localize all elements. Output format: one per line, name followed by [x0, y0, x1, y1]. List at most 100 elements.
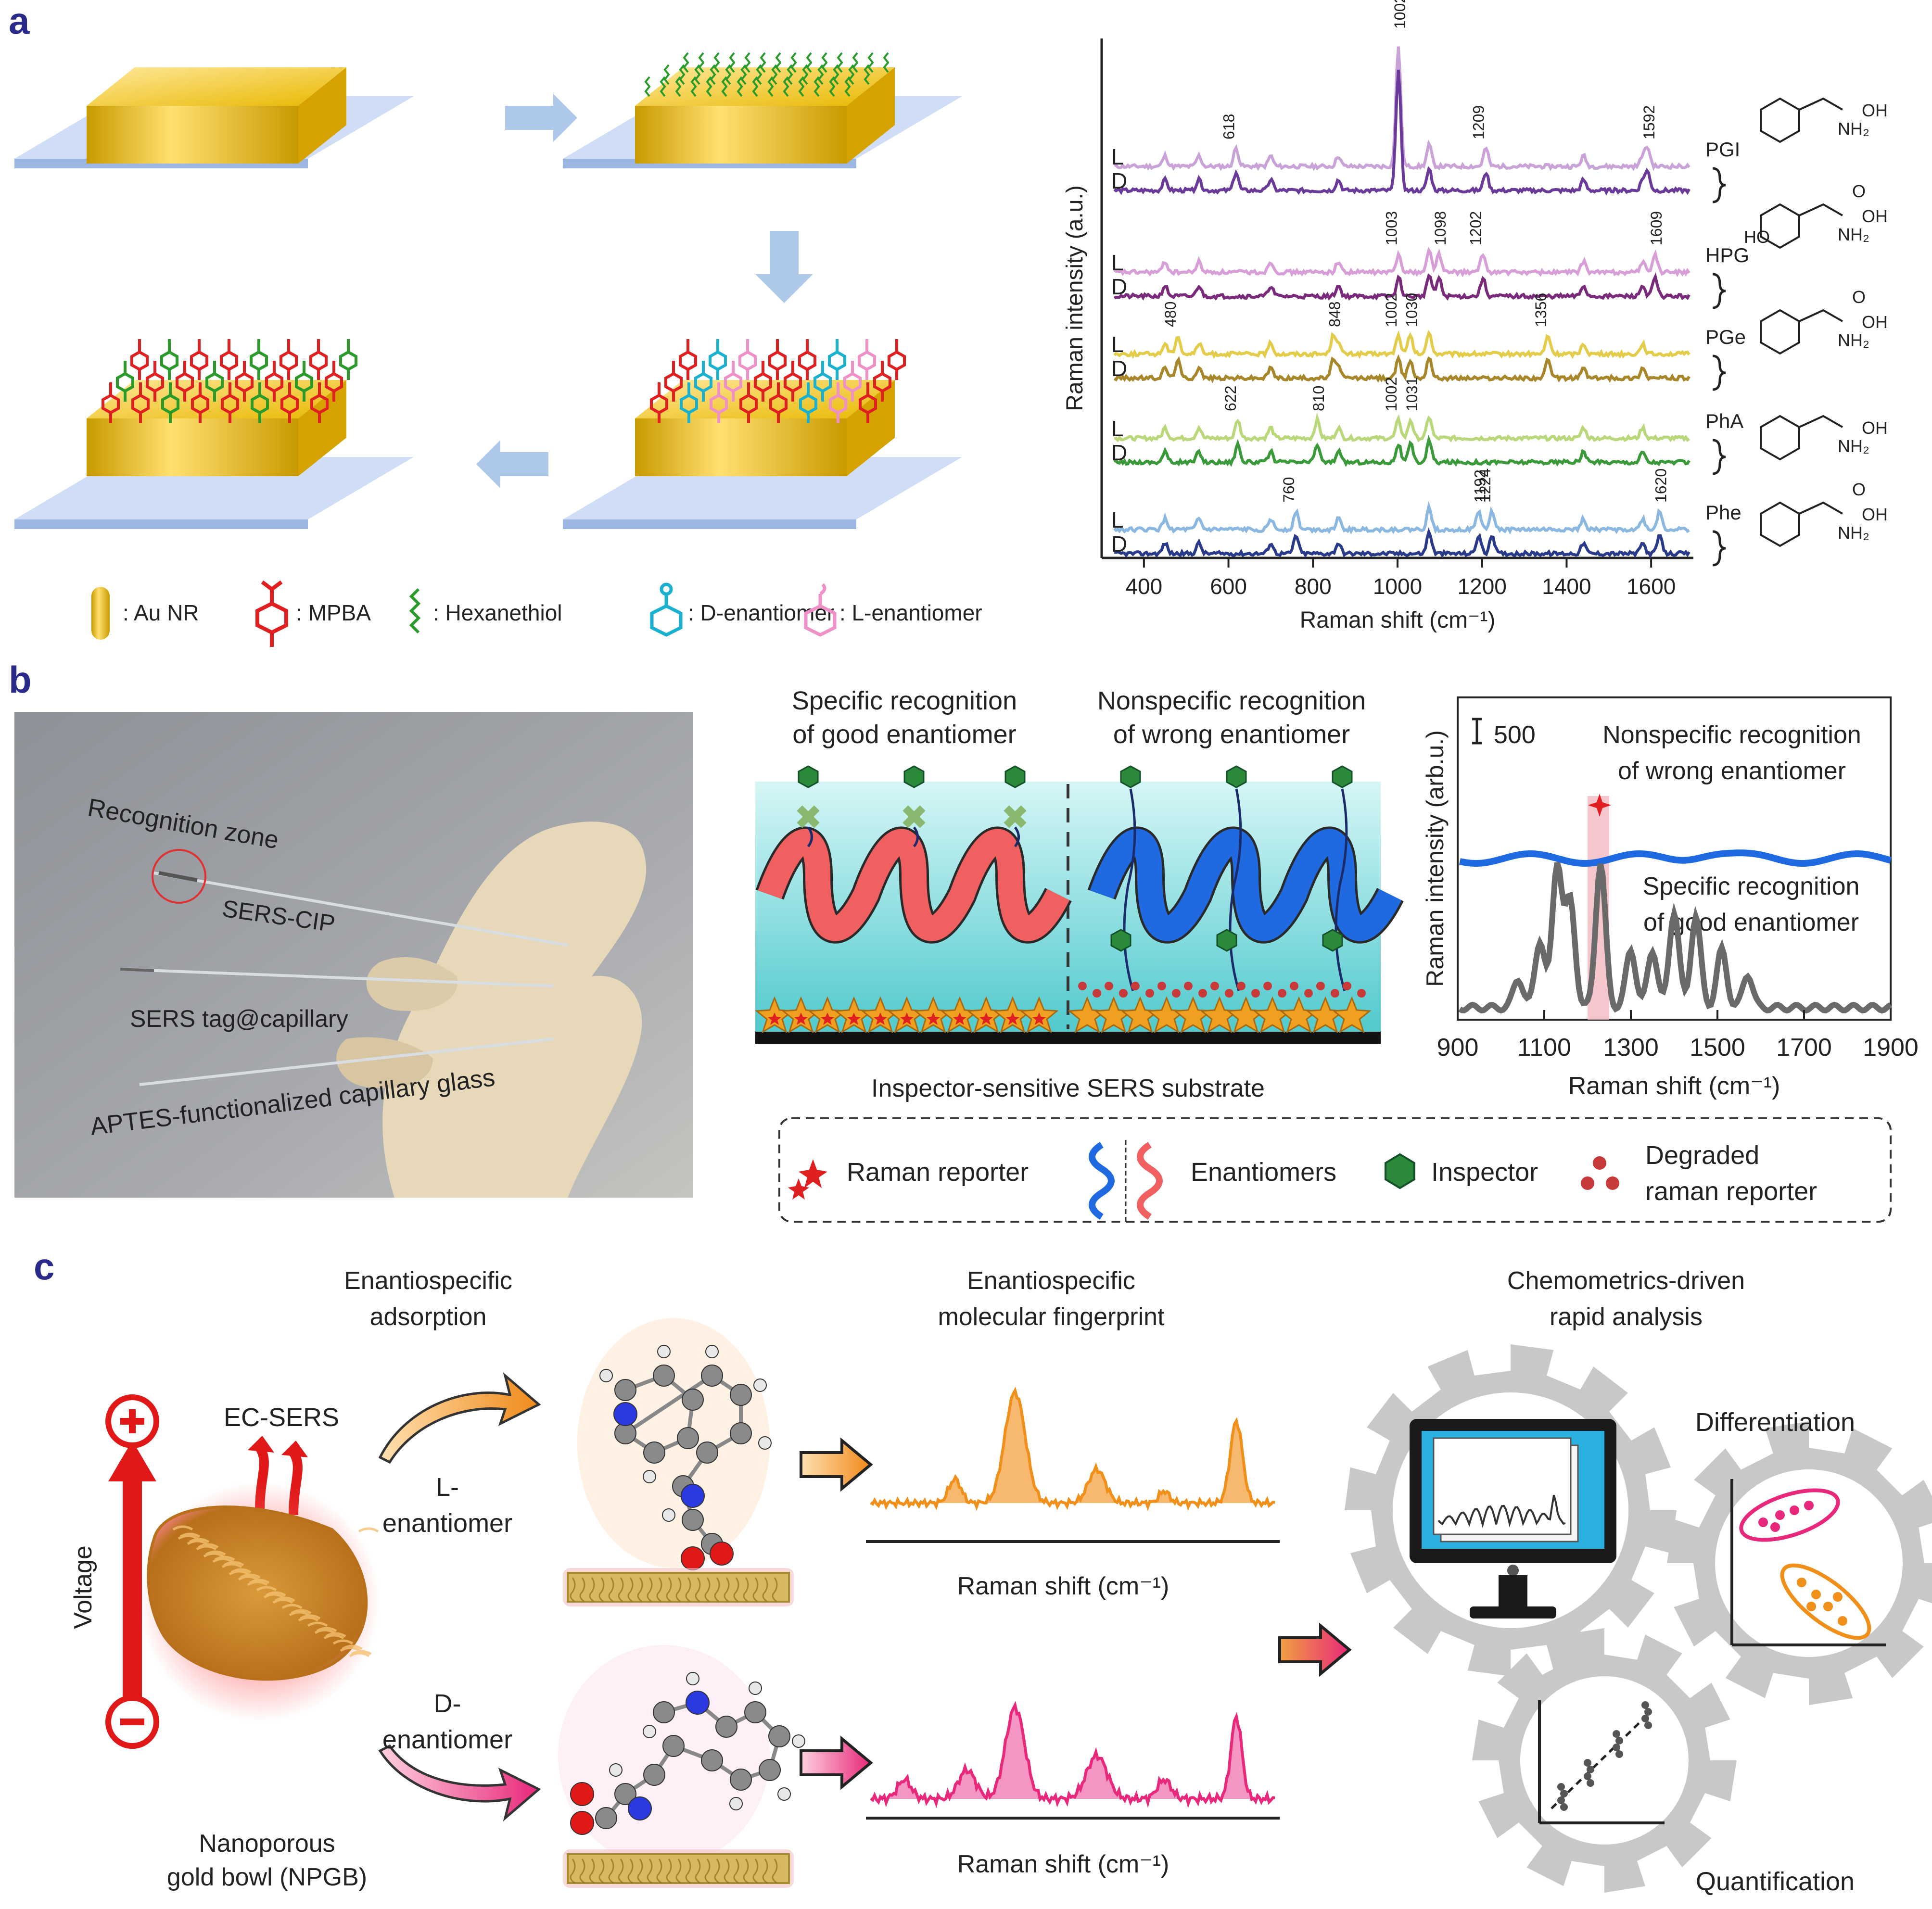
cluster-point [1790, 1505, 1799, 1515]
atom [643, 1725, 656, 1738]
structure-label: NH₂ [1838, 119, 1869, 139]
degraded-reporter [1093, 989, 1101, 998]
inspector-path [1123, 788, 1136, 991]
atom [768, 1725, 790, 1747]
degraded-reporter [1078, 982, 1087, 990]
cluster-point [1804, 1501, 1814, 1510]
a-series-label: D [1111, 440, 1127, 465]
hexanethiol-chain [694, 64, 701, 85]
calibration-point [1587, 1766, 1594, 1773]
d-spectrum-fill [871, 1705, 1275, 1804]
pore-texture [247, 1580, 268, 1586]
legend-au-nr: : Au NR [123, 600, 199, 625]
calibration-point [1584, 1759, 1591, 1767]
blocked-marker [797, 805, 820, 828]
raman-reporter [847, 1012, 861, 1025]
degraded-reporter [1316, 982, 1325, 990]
d-spectrum [870, 1701, 1275, 1808]
surface-molecule [220, 350, 238, 371]
b-chart-tick-label: 1900 [1863, 1034, 1919, 1062]
structure-label: OH [1862, 418, 1888, 438]
hexanethiol-chain [698, 52, 705, 73]
peak-label: 618 [1220, 114, 1237, 139]
hexanethiol-chain [829, 76, 836, 97]
inspector [798, 765, 819, 788]
peak-label: 480 [1162, 302, 1179, 327]
structure-label: HO [1744, 227, 1770, 247]
pore-texture [332, 1639, 354, 1645]
au-nr-array-3 [563, 339, 962, 529]
surface-molecule [679, 350, 697, 371]
b-chart-nonspecific-line2: of wrong enantiomer [1618, 757, 1846, 785]
hexanethiol-chain [675, 76, 682, 97]
computer-monitor-icon [1410, 1419, 1616, 1618]
panel-b-raman-chart: Raman intensity (arb.u.) Raman shift (cm… [1422, 696, 1919, 1100]
pore-texture [323, 1634, 344, 1640]
structure-label: O [1852, 181, 1866, 201]
hexanethiol-chain [740, 64, 747, 85]
b-chart-nonspecific-series [1459, 849, 1892, 867]
gold-nanostar [1332, 996, 1372, 1034]
peak-label: 1002 [1383, 377, 1400, 411]
voltage-arrow [105, 1394, 159, 1749]
atom [729, 1797, 743, 1810]
compound-label: Phe [1705, 501, 1741, 524]
hexanethiol-chain [852, 52, 859, 73]
au-nr-array-4 [14, 339, 414, 529]
peak-label: 848 [1326, 302, 1343, 327]
enantiomer-helix [1090, 829, 1402, 941]
inspector [1120, 765, 1141, 788]
hexanethiol-chain [802, 64, 809, 85]
legend-hexanethiol: : Hexanethiol [433, 600, 562, 625]
l-enantiomer-label-line1: L- [436, 1473, 459, 1502]
benzene-ring-icon [1760, 309, 1800, 355]
hexanethiol-chain [725, 64, 732, 85]
compound-brace [1712, 167, 1726, 203]
atom [681, 1484, 705, 1508]
compound-brace [1712, 439, 1726, 475]
peak-label: 1002 [1391, 0, 1409, 29]
sers-tag-capillary [120, 968, 554, 987]
hexanethiol-chain [844, 76, 851, 97]
process-arrow-left [476, 440, 548, 488]
atom [609, 1763, 623, 1777]
pore-texture [187, 1540, 208, 1545]
panel-a-raman-chart: Raman intensity (a.u.) Raman shift (cm⁻¹… [1062, 0, 1888, 633]
voltage-label: Voltage [69, 1545, 97, 1629]
b-chart-tick-label: 900 [1437, 1034, 1479, 1062]
degraded-reporter [1131, 982, 1140, 990]
b-chart-tick-label: 1100 [1517, 1034, 1571, 1062]
peak-label: 1224 [1476, 468, 1494, 503]
panel-label-c: c [34, 1245, 54, 1288]
surface-molecule [768, 350, 787, 371]
legend-mpba: : MPBA [296, 600, 371, 625]
degraded-reporter [1210, 982, 1219, 990]
hexanethiol-chain [867, 52, 874, 73]
b-chart-nonspecific-line1: Nonspecific recognition [1602, 721, 1861, 749]
pore-texture [281, 1604, 303, 1609]
atom [653, 1701, 675, 1723]
raman-reporter [979, 1012, 993, 1025]
atom [749, 1681, 762, 1695]
peak-label: 760 [1280, 477, 1297, 503]
atom [682, 1389, 704, 1411]
degraded-reporter [1172, 989, 1181, 998]
atom [595, 1807, 617, 1829]
panel-a-schematic: : Au NR : MPBA : Hexanethiol : D-enantio… [14, 52, 982, 647]
b-chart-ylabel: Raman intensity (arb.u.) [1422, 730, 1449, 987]
hexanethiol-chain [883, 52, 890, 73]
pore-texture [358, 1527, 379, 1533]
sers-cip-capillary [153, 872, 568, 947]
atom [759, 1759, 781, 1781]
degraded-reporter [1145, 989, 1154, 998]
benzene-ring-icon [1760, 97, 1800, 143]
structure-label: NH₂ [1838, 523, 1869, 543]
legend-degraded-line2: raman reporter [1645, 1177, 1817, 1206]
hexanethiol-chain [817, 64, 824, 85]
l-spectrum [870, 1386, 1275, 1511]
atom [701, 1365, 723, 1387]
compound-label: PGI [1705, 138, 1740, 161]
raman-reporter [768, 1012, 781, 1025]
atom [730, 1422, 752, 1444]
degraded-reporter [1251, 989, 1260, 998]
